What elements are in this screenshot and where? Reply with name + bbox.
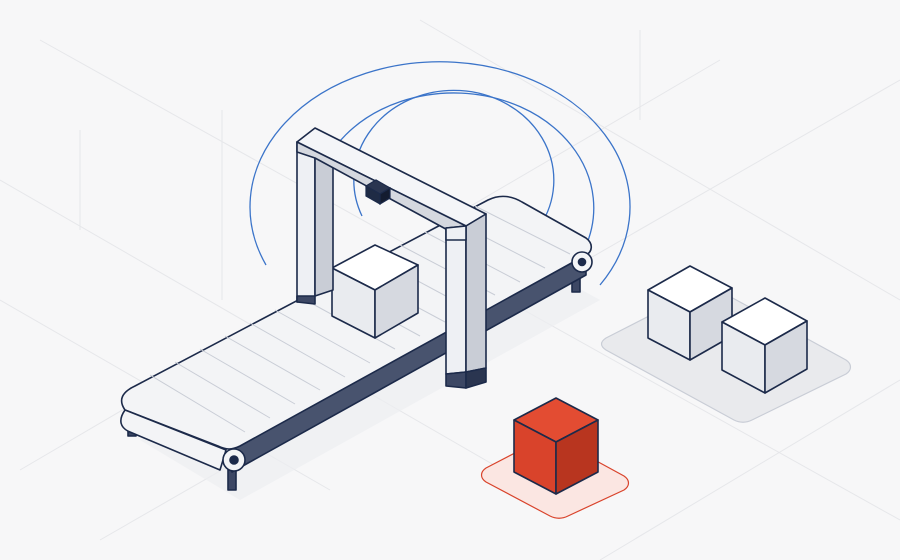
belt-roller-back-hub <box>577 257 587 267</box>
belt-roller-front-hub <box>229 455 239 465</box>
rejected-area <box>480 397 630 519</box>
gate-right-post <box>445 225 467 375</box>
belt-front-lip <box>120 409 227 471</box>
sensor-icon <box>364 179 392 206</box>
package-box-icon <box>647 265 733 361</box>
package-box-icon <box>513 397 599 495</box>
accepted-area <box>600 265 852 423</box>
package-box-icon <box>721 297 808 394</box>
gate-foot <box>445 371 467 389</box>
package-box-icon <box>331 244 419 339</box>
